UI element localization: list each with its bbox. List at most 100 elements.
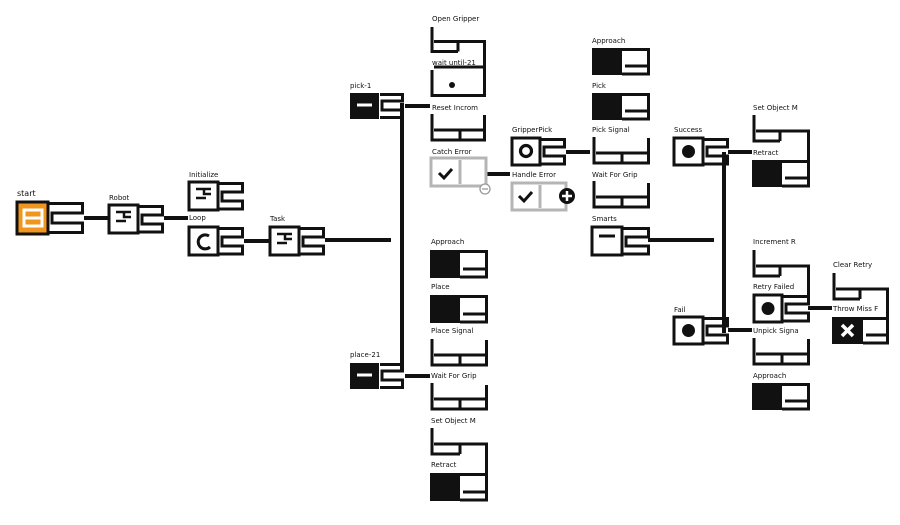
task-icon-box xyxy=(268,225,301,257)
approach-a-block[interactable] xyxy=(592,48,650,76)
check-icon xyxy=(517,191,534,204)
place-socket xyxy=(460,295,488,324)
place21-block[interactable] xyxy=(350,363,404,389)
dot-icon xyxy=(449,82,455,88)
place-signal-socket[interactable] xyxy=(430,339,488,367)
frame-icon xyxy=(196,187,211,200)
pick1-socket xyxy=(380,93,404,119)
pick1-label: pick-1 xyxy=(350,82,371,90)
open-gripper-socket[interactable] xyxy=(430,27,486,70)
approach-c-label: Approach xyxy=(431,238,464,246)
unpick-signal-socket[interactable] xyxy=(752,338,810,366)
fail-label: Fail xyxy=(674,306,686,314)
smarts-block[interactable] xyxy=(590,225,650,257)
approach-b-label: Approach xyxy=(753,372,786,380)
robot-socket xyxy=(139,205,164,234)
catch-error-label: Catch Error xyxy=(432,148,472,156)
approach-c-socket xyxy=(460,250,488,279)
set-object-a-socket[interactable] xyxy=(752,115,810,161)
gripper-pick-icon-box xyxy=(510,136,542,167)
retry-failed-label: Retry Failed xyxy=(753,283,794,291)
place-signal-label: Place Signal xyxy=(431,327,473,335)
minus-icon[interactable] xyxy=(479,183,491,195)
clear-retry-socket[interactable] xyxy=(832,273,889,317)
loop-label: Loop xyxy=(189,214,206,222)
block-shapes xyxy=(15,27,889,502)
pick-socket xyxy=(622,93,650,121)
add-icon[interactable] xyxy=(559,188,575,204)
loop-block[interactable] xyxy=(187,225,244,257)
retract-b-socket xyxy=(460,473,488,502)
success-socket xyxy=(704,138,729,166)
initialize-block[interactable] xyxy=(187,180,244,212)
set-object-b-socket[interactable] xyxy=(430,428,488,474)
pick-fill xyxy=(592,93,622,120)
stack-icon xyxy=(22,208,44,228)
success-label: Success xyxy=(674,126,703,134)
task-block[interactable] xyxy=(268,225,325,257)
ring-icon xyxy=(518,143,534,159)
retract-b-fill xyxy=(430,473,460,501)
initialize-label: Initialize xyxy=(189,171,218,179)
wait-until-socket xyxy=(430,65,486,97)
smarts-label: Smarts xyxy=(592,215,617,223)
gripper-pick-socket xyxy=(541,138,566,166)
smarts-socket xyxy=(623,227,650,256)
open-gripper-label: Open Gripper xyxy=(432,15,479,23)
handle-error-block[interactable] xyxy=(510,181,575,212)
robot-icon-box xyxy=(107,203,140,235)
catch-error-block[interactable] xyxy=(429,156,491,195)
task-socket xyxy=(300,227,325,256)
block-labels: start Robot Initialize Loop Task pick-1 … xyxy=(17,15,878,469)
gripper-pick-label: GripperPick xyxy=(512,126,553,134)
place-fill xyxy=(430,295,460,323)
reset-incr-label: Reset Incrom xyxy=(432,104,478,112)
wait-grip-b-socket[interactable] xyxy=(430,383,488,411)
loop-socket xyxy=(219,227,244,256)
handle-error-label: Handle Error xyxy=(512,171,556,179)
increment-socket[interactable] xyxy=(752,250,810,296)
initialize-socket xyxy=(219,182,244,211)
pick-label: Pick xyxy=(592,82,607,90)
fail-socket xyxy=(704,317,729,345)
success-block[interactable] xyxy=(672,136,729,167)
increment-label: Increment R xyxy=(753,238,796,246)
unpick-signal-label: Unpick Signa xyxy=(753,327,799,335)
dot-icon xyxy=(682,324,695,337)
robot-block[interactable] xyxy=(107,203,164,235)
start-block[interactable] xyxy=(15,200,84,236)
place-block[interactable] xyxy=(430,295,488,324)
wait-grip-a-socket[interactable] xyxy=(592,181,650,209)
wait-until-block[interactable] xyxy=(430,65,486,97)
task-label: Task xyxy=(269,215,286,223)
place21-label: place-21 xyxy=(350,351,380,359)
retract-b-block[interactable] xyxy=(430,473,488,502)
approach-b-block[interactable] xyxy=(752,383,810,411)
throw-miss-block[interactable] xyxy=(832,317,889,345)
retry-failed-block[interactable] xyxy=(752,293,810,324)
wait-grip-b-label: Wait For Grip xyxy=(431,372,477,380)
pick-signal-socket[interactable] xyxy=(592,137,650,165)
pick-block[interactable] xyxy=(592,93,650,121)
approach-a-socket xyxy=(622,48,650,76)
pick1-block[interactable] xyxy=(350,93,404,119)
pick-signal-label: Pick Signal xyxy=(592,126,630,134)
robot-label: Robot xyxy=(109,194,130,202)
reset-incr-socket[interactable] xyxy=(430,114,486,142)
fail-block[interactable] xyxy=(672,315,729,346)
set-object-a-label: Set Object M xyxy=(753,104,798,112)
gripper-pick-block[interactable] xyxy=(510,136,566,167)
check-icon xyxy=(437,168,454,181)
success-icon-box xyxy=(672,136,705,167)
initialize-icon-box xyxy=(187,180,220,212)
approach-a-label: Approach xyxy=(592,37,625,45)
clear-retry-label: Clear Retry xyxy=(833,261,872,269)
approach-c-block[interactable] xyxy=(430,250,488,279)
frame-icon xyxy=(277,232,292,245)
close-icon xyxy=(840,323,855,338)
set-object-b-label: Set Object M xyxy=(431,417,476,425)
approach-a-fill xyxy=(592,48,622,75)
throw-miss-socket xyxy=(863,317,889,345)
approach-b-fill xyxy=(752,383,782,410)
retract-a-block[interactable] xyxy=(752,160,810,188)
